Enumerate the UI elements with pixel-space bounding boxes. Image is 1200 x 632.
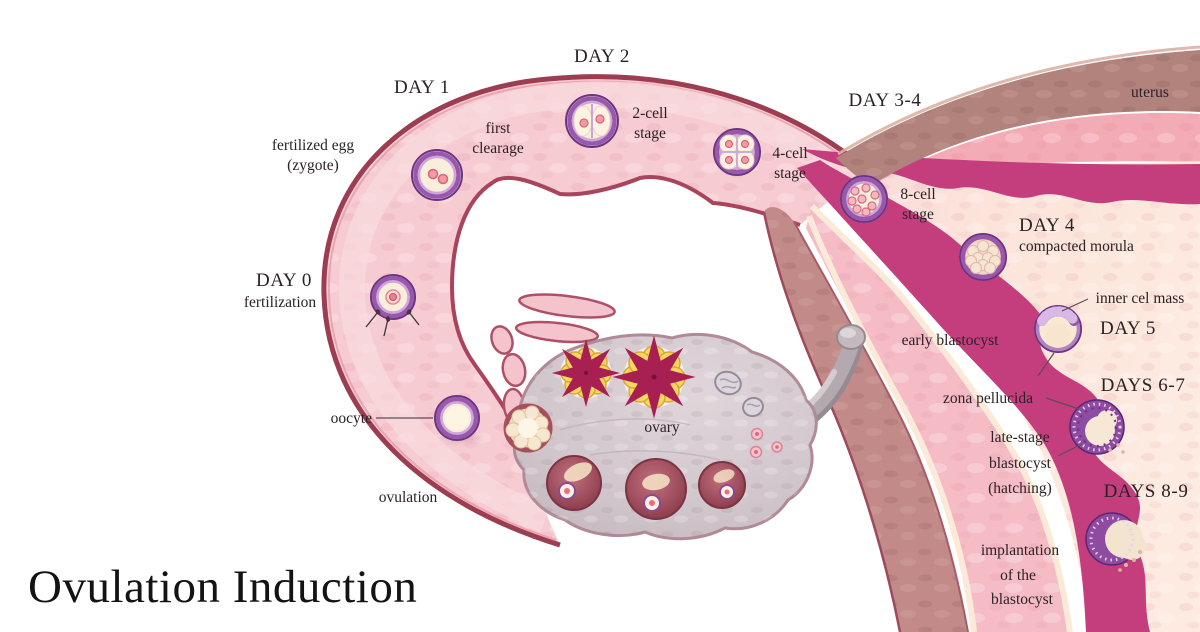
label-day-5: DAY 5 [1100, 318, 1156, 339]
embryo-8-cell [840, 175, 888, 223]
embryo-stages [365, 94, 1146, 572]
embryo-zygote [411, 149, 463, 201]
embryo-oocyte [434, 395, 481, 443]
label-late-stage-line2: blastocyst [989, 455, 1052, 472]
ovarian-follicle [698, 461, 746, 509]
embryo-implanting-blastocyst [1085, 443, 1146, 572]
label-days-8-9: DAYS 8-9 [1104, 481, 1189, 502]
ligament-bulb-highlight [840, 328, 856, 338]
hatching-leader-line [1057, 443, 1083, 457]
perimetrium-top-texture [836, 50, 1200, 186]
ovarian-follicle [546, 455, 602, 511]
page-title: Ovulation Induction [28, 561, 417, 613]
ovarian-follicle [625, 458, 687, 520]
label-4-cell-line2: stage [774, 165, 806, 182]
fimbria-petal [501, 352, 527, 388]
tube-outer-edge [321, 74, 857, 548]
embryo-fertilization [365, 274, 420, 337]
cream-edge-left-1 [806, 214, 977, 632]
label-first-cleavage-line2: clearage [472, 140, 524, 157]
endometrium-band-lower [797, 160, 1150, 632]
label-ovary: ovary [644, 419, 680, 436]
label-implantation-line3: blastocyst [991, 591, 1054, 608]
label-4-cell-line1: 4-cell [772, 145, 807, 162]
ovary [503, 332, 818, 541]
label-day-0: DAY 0 [256, 270, 312, 291]
label-early-blastocyst: early blastocyst [902, 332, 1000, 349]
inner-cell-mass-leader-line [1061, 298, 1089, 312]
fimbria-petal [490, 325, 514, 355]
label-day-3-4: DAY 3-4 [849, 90, 922, 111]
embryo-early-blastocyst [1034, 305, 1082, 353]
label-fertilized-egg-line1: fertilized egg [272, 137, 354, 154]
corpus-luteum [612, 335, 696, 419]
zona-pellucida-upper-line [1037, 352, 1055, 377]
label-8-cell-line2: stage [902, 206, 934, 223]
label-2-cell-line1: 2-cell [632, 105, 667, 122]
corpus-luteum [551, 338, 621, 408]
perimetrium-top-highlight [837, 45, 1200, 156]
corpus-albicans [714, 370, 742, 396]
label-first-cleavage-line1: first [486, 120, 512, 137]
uterine-wall-left-texture [764, 207, 968, 632]
label-implantation-line2: of the [1000, 567, 1036, 584]
follicle-core [518, 418, 538, 438]
sperm-cells [365, 309, 420, 337]
leader-lines [376, 298, 1089, 457]
label-zona-pellucida: zona pellucida [943, 390, 1033, 407]
label-day-1: DAY 1 [394, 77, 450, 98]
label-oocyte: oocyte [331, 410, 372, 427]
label-fertilized-egg-line2: (zygote) [287, 157, 339, 174]
zona-pellucida-leader-line [1045, 397, 1080, 410]
label-8-cell-line1: 8-cell [900, 186, 935, 203]
label-implantation-line1: implantation [981, 542, 1060, 559]
label-compacted-morula: compacted morula [1019, 238, 1134, 255]
embryo-morula [959, 233, 1007, 281]
uterine-wall-right-edge [793, 221, 969, 632]
label-inner-cell-mass: inner cel mass [1096, 290, 1185, 307]
label-uterus: uterus [1131, 84, 1169, 101]
fimbria-petal [518, 293, 616, 319]
ovary-texture-lines [559, 418, 721, 461]
released-egg-cells [749, 427, 783, 459]
uterus-wall [762, 45, 1200, 632]
cream-edge-left-2 [809, 203, 1073, 632]
embryo-4-cell [713, 128, 761, 176]
fimbria-petal [514, 320, 600, 344]
label-late-stage-line1: late-stage [990, 429, 1050, 446]
myometrium-strip-texture [806, 204, 1068, 632]
tube-inner-edge [449, 175, 801, 456]
label-day-4: DAY 4 [1019, 215, 1075, 236]
label-day-2: DAY 2 [574, 46, 630, 67]
label-2-cell-line2: stage [634, 125, 666, 142]
trophoblast-fuzz [1108, 443, 1142, 572]
embryo-2-cell [565, 94, 619, 148]
ovulation-site [503, 403, 553, 453]
corpus-albicans [742, 396, 764, 418]
label-fertilization: fertilization [244, 294, 317, 311]
label-late-stage-line3: (hatching) [988, 480, 1052, 497]
labels: DAY 1 DAY 2 DAY 3-4 uterus fertilized eg… [244, 46, 1189, 608]
label-days-6-7: DAYS 6-7 [1101, 375, 1186, 396]
myometrium-top-texture [860, 113, 1200, 188]
embryo-hatching-blastocyst [1069, 399, 1125, 455]
label-ovulation: ovulation [379, 489, 438, 506]
tube-inner-shading [338, 81, 838, 532]
